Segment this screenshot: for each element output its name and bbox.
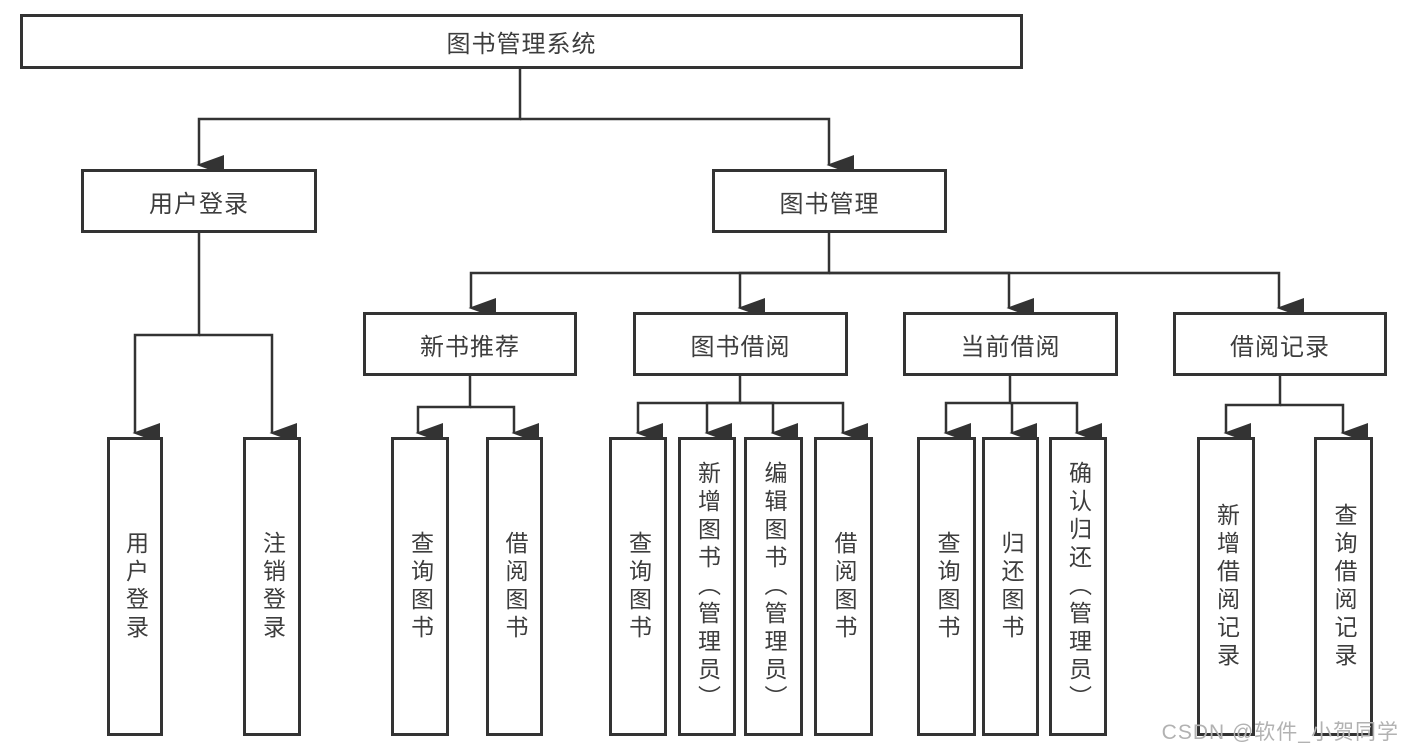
connector-current-to-confirm: [1010, 401, 1102, 443]
node-borrow-records-label: 借阅记录: [1230, 333, 1330, 361]
connector-root-to-user-login: [196, 69, 522, 175]
leaf-recommend-borrow-books: 借阅图书: [486, 437, 543, 736]
leaf-records-query-record: 查询借阅记录: [1314, 437, 1373, 736]
connector-borrow-to-query: [635, 376, 742, 443]
node-current-borrow: 当前借阅: [903, 312, 1118, 376]
leaf-current-confirm-return-admin-label: 确认归还（管理员）: [1065, 460, 1092, 713]
node-borrow-records: 借阅记录: [1173, 312, 1387, 376]
connector-borrow-to-add: [704, 401, 740, 443]
leaf-records-add-record-label: 新增借阅记录: [1213, 502, 1240, 671]
leaf-borrow-query-books: 查询图书: [609, 437, 667, 736]
csdn-watermark: CSDN @软件_小贺同学: [1161, 721, 1399, 744]
leaf-records-query-record-label: 查询借阅记录: [1331, 502, 1357, 671]
leaf-borrow-borrow-books: 借阅图书: [814, 437, 873, 736]
node-root-library-system: 图书管理系统: [20, 14, 1023, 69]
connector-root-to-book-management: [520, 117, 854, 175]
leaf-records-add-record: 新增借阅记录: [1197, 437, 1255, 736]
node-new-book-recommend-label: 新书推荐: [420, 333, 520, 361]
leaf-borrow-borrow-books-label: 借阅图书: [831, 530, 857, 643]
leaf-borrow-edit-books-admin: 编辑图书（管理员）: [744, 437, 803, 736]
leaf-borrow-query-books-label: 查询图书: [625, 530, 652, 643]
node-current-borrow-label: 当前借阅: [960, 333, 1061, 361]
node-book-borrow-label: 图书借阅: [690, 333, 791, 361]
leaf-logout-label: 注销登录: [259, 530, 286, 643]
node-user-login-label: 用户登录: [149, 190, 249, 218]
leaf-current-query-books-label: 查询图书: [934, 530, 960, 643]
leaf-logout: 注销登录: [243, 437, 301, 736]
leaf-recommend-query-books: 查询图书: [391, 437, 449, 736]
leaf-borrow-edit-books-admin-label: 编辑图书（管理员）: [761, 460, 787, 713]
node-book-management: 图书管理: [712, 169, 947, 233]
connector-login-to-user-login-leaf: [132, 233, 201, 443]
leaf-current-query-books: 查询图书: [917, 437, 976, 736]
connector-records-to-add: [1223, 376, 1282, 443]
node-book-borrow: 图书借阅: [633, 312, 848, 376]
connector-mgmt-to-records: [829, 271, 1304, 318]
node-new-book-recommend: 新书推荐: [363, 312, 577, 376]
leaf-borrow-add-books-admin: 新增图书（管理员）: [678, 437, 736, 736]
connector-mgmt-to-borrow: [737, 271, 829, 318]
node-root-label: 图书管理系统: [446, 31, 597, 58]
leaf-user-login-label: 用户登录: [122, 530, 149, 643]
node-user-login: 用户登录: [81, 169, 317, 233]
leaf-recommend-borrow-books-label: 借阅图书: [502, 530, 528, 643]
leaf-recommend-query-books-label: 查询图书: [407, 530, 434, 643]
leaf-borrow-add-books-admin-label: 新增图书（管理员）: [694, 460, 721, 713]
connector-recommend-to-borrow: [470, 405, 539, 443]
connector-current-to-query: [943, 376, 1012, 443]
connector-records-to-query: [1280, 403, 1368, 443]
connector-mgmt-to-current: [829, 271, 1034, 318]
node-book-management-label: 图书管理: [779, 190, 880, 218]
leaf-current-confirm-return-admin: 确认归还（管理员）: [1049, 437, 1107, 736]
leaf-current-return-books-label: 归还图书: [998, 530, 1024, 643]
connector-mgmt-to-recommend: [468, 233, 831, 318]
connector-borrow-to-edit: [740, 401, 798, 443]
leaf-current-return-books: 归还图书: [982, 437, 1039, 736]
leaf-user-login: 用户登录: [107, 437, 163, 736]
connector-borrow-to-borrow: [740, 401, 868, 443]
connector-recommend-to-query: [415, 376, 472, 443]
connector-login-to-logout-leaf: [199, 333, 297, 443]
